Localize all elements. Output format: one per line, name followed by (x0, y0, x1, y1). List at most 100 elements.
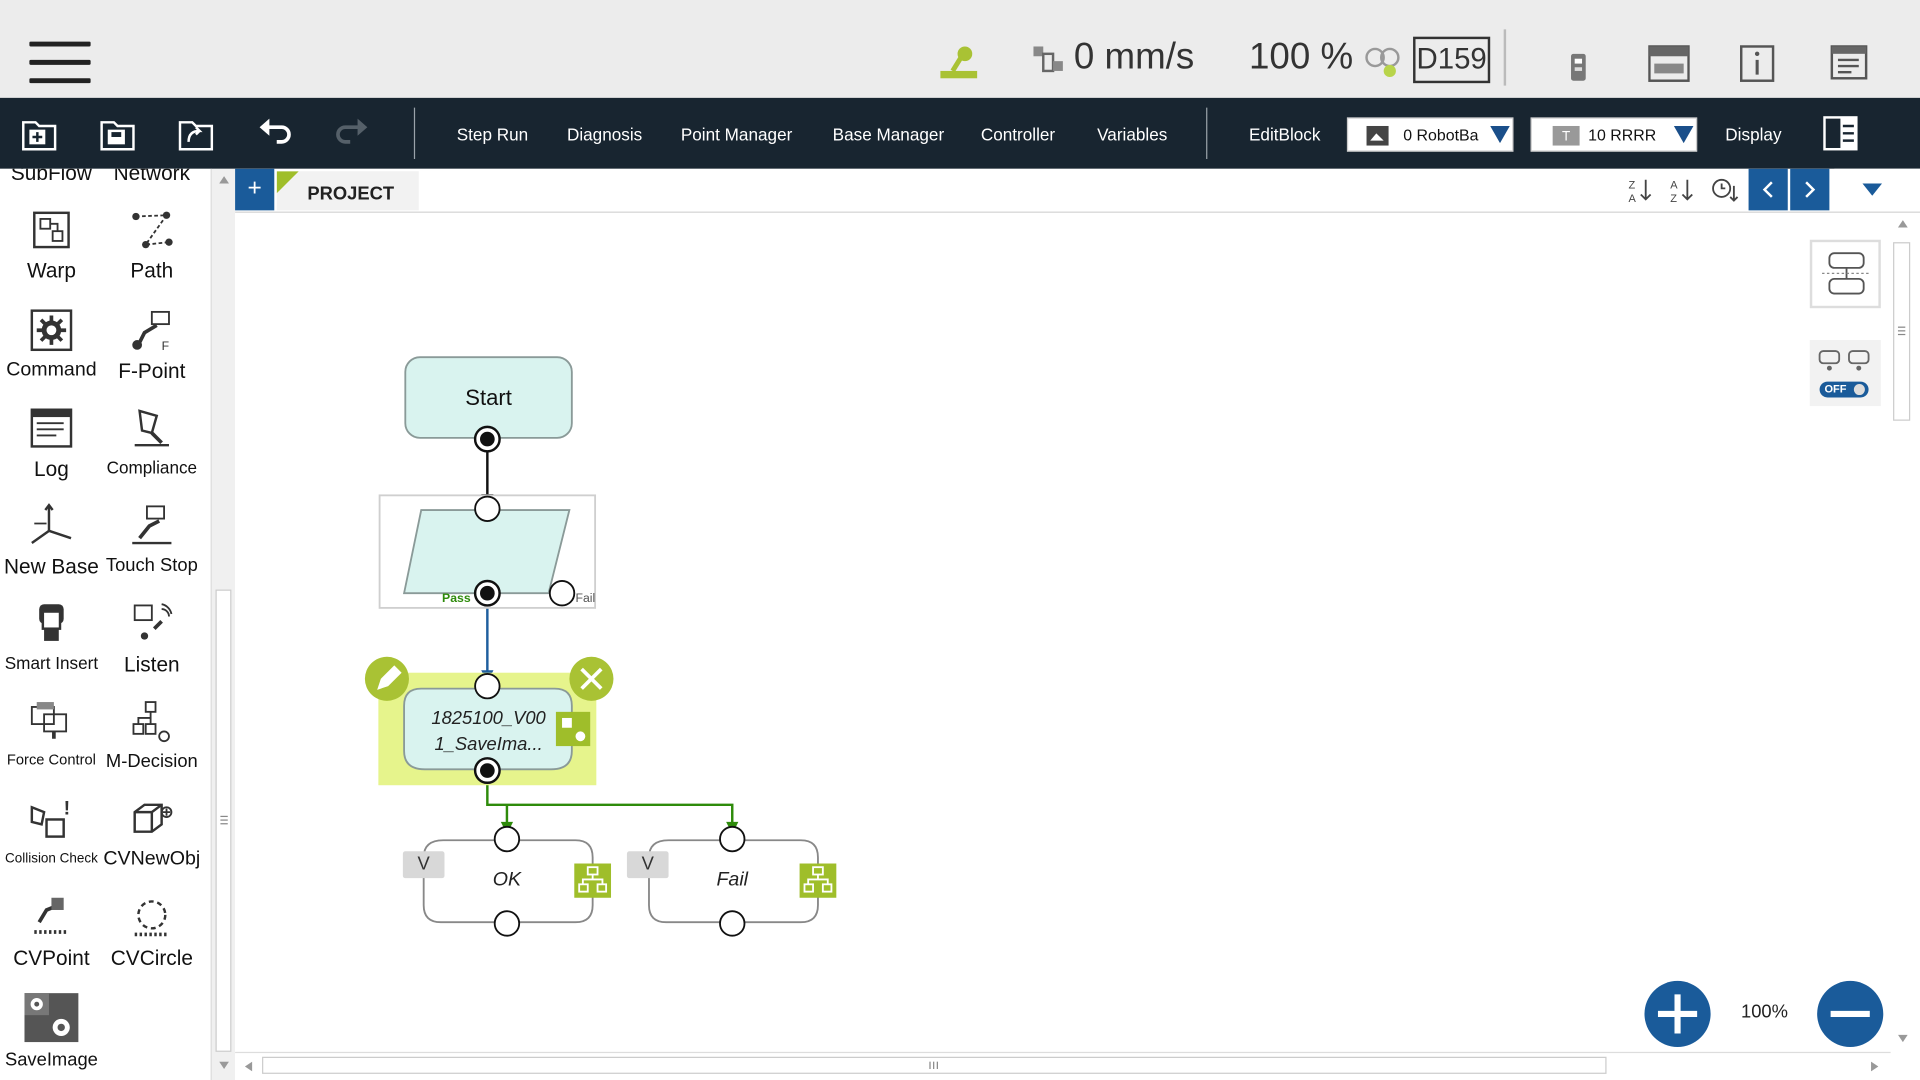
menu-point-manager[interactable]: Point Manager (680, 124, 793, 145)
toggle-state: OFF (1824, 382, 1847, 396)
palette-scrollbar[interactable] (210, 168, 236, 1080)
scroll-up-icon[interactable] (1897, 220, 1908, 228)
save-project-icon[interactable] (98, 115, 137, 152)
save-image-icon (24, 993, 79, 1043)
scroll-up-icon[interactable] (219, 176, 229, 184)
tool-select-value: 10 RRRR (1588, 125, 1657, 145)
tab-list-dropdown[interactable] (1834, 168, 1920, 211)
display-button[interactable]: Display (1725, 124, 1782, 145)
toggle-switch[interactable]: OFF (1819, 381, 1869, 398)
panel-layout-icon[interactable] (1822, 115, 1861, 152)
palette-item-warp[interactable]: Warp (0, 205, 103, 296)
cv-circle-icon (134, 900, 169, 937)
horizontal-scroll-thumb[interactable] (262, 1056, 1607, 1074)
palette-item-saveimage[interactable]: SaveImage (0, 988, 103, 1079)
fail-node[interactable] (626, 839, 837, 924)
palette-item-listen[interactable]: Listen (100, 599, 203, 690)
scroll-down-icon[interactable] (1897, 1034, 1908, 1043)
flow-canvas[interactable]: Start Pass Fail 1825100_V00 1_SaveIma...… (235, 212, 1891, 1052)
m-decision-icon (132, 701, 170, 743)
speed-adjust-icon[interactable] (1364, 46, 1401, 78)
subflow-icon[interactable] (799, 863, 837, 898)
palette-item-path[interactable]: Path (100, 205, 203, 296)
cv-new-obj-icon (133, 803, 173, 833)
menu-step-run[interactable]: Step Run (456, 124, 529, 145)
palette-item-compliance[interactable]: Compliance (100, 404, 203, 495)
canvas-vertical-scrollbar[interactable] (1890, 212, 1920, 1052)
sort-by-time-icon[interactable] (1711, 176, 1740, 205)
port-in[interactable] (493, 825, 521, 853)
port-out[interactable] (719, 910, 746, 937)
palette-item-collision-check[interactable]: ! Collision Check (0, 795, 103, 886)
sort-ascending-icon[interactable]: Z A (1626, 176, 1655, 205)
keyboard-icon[interactable] (1648, 44, 1690, 83)
port-out[interactable] (493, 910, 521, 937)
port-fail[interactable] (548, 580, 576, 607)
canvas-horizontal-scrollbar[interactable] (235, 1051, 1891, 1080)
palette-label: F-Point (118, 359, 186, 383)
notes-icon[interactable] (1829, 44, 1868, 81)
palette-item-command[interactable]: Command (0, 306, 103, 397)
palette-item-touch-stop[interactable]: Touch Stop (100, 501, 203, 592)
palette-item-new-base[interactable]: New Base (0, 501, 103, 592)
svg-text:F: F (162, 339, 169, 352)
joystick-icon[interactable] (938, 44, 980, 81)
remote-icon[interactable] (1565, 49, 1592, 83)
edge-vision-to-branches (486, 770, 734, 832)
palette-item-cvcircle[interactable]: CVCircle (100, 893, 203, 984)
zoom-out-button[interactable] (1815, 978, 1886, 1049)
force-control-icon (30, 702, 68, 739)
add-tab-button[interactable]: + (235, 168, 275, 211)
menu-controller[interactable]: Controller (980, 124, 1056, 145)
menu-diagnosis[interactable]: Diagnosis (566, 124, 643, 145)
chevron-down-icon (1490, 125, 1510, 144)
divider (1503, 29, 1507, 86)
palette-item-log[interactable]: Log (0, 404, 103, 495)
palette-item-cvnewobj[interactable]: CVNewObj (100, 795, 203, 886)
palette-item-network[interactable]: Network (100, 169, 203, 193)
new-project-icon[interactable] (20, 115, 59, 152)
vision-settings-icon[interactable] (555, 711, 591, 747)
undo-icon[interactable] (255, 115, 294, 152)
status-bar: 0 mm/s 100 % D159 (0, 0, 1920, 98)
sort-descending-icon[interactable]: A Z (1668, 176, 1697, 205)
palette-item-subflow[interactable]: SubFlow (0, 169, 103, 193)
hamburger-menu-icon[interactable] (29, 39, 91, 85)
port-in[interactable] (474, 495, 501, 522)
edit-node-icon[interactable] (364, 656, 409, 701)
info-icon[interactable] (1739, 44, 1776, 83)
tool-select[interactable]: T 10 RRRR (1530, 117, 1698, 152)
fail-port-label: Fail (575, 591, 596, 606)
port-dot (480, 431, 495, 447)
scroll-left-icon[interactable] (244, 1061, 253, 1072)
auto-layout-button[interactable] (1809, 239, 1881, 309)
port-in[interactable] (474, 673, 501, 700)
svg-text:A: A (1629, 193, 1637, 205)
ok-node[interactable] (402, 839, 612, 924)
next-tab-button[interactable] (1790, 168, 1830, 211)
tab-project[interactable]: PROJECT (276, 171, 419, 211)
palette-item-smart-insert[interactable]: Smart Insert (0, 599, 103, 690)
scroll-down-icon[interactable] (219, 1061, 229, 1069)
palette-item-force-control[interactable]: Force Control (0, 697, 103, 788)
palette-item-cvpoint[interactable]: CVPoint (0, 893, 103, 984)
palette-item-f-point[interactable]: F F-Point (100, 306, 203, 397)
grid-snap-toggle[interactable]: OFF (1809, 340, 1881, 407)
pass-label: Pass (442, 591, 471, 606)
editblock-button[interactable]: EditBlock (1248, 124, 1321, 145)
menu-variables[interactable]: Variables (1097, 124, 1168, 145)
speed-percent[interactable]: 100 % (1248, 36, 1354, 78)
open-project-icon[interactable] (176, 115, 215, 152)
delete-node-icon[interactable] (569, 656, 614, 701)
port-in[interactable] (719, 825, 746, 853)
zoom-in-button[interactable] (1642, 978, 1713, 1049)
menu-base-manager[interactable]: Base Manager (832, 124, 945, 145)
subflow-icon[interactable] (574, 863, 612, 898)
base-select[interactable]: 0 RobotBa (1346, 117, 1514, 152)
scroll-right-icon[interactable] (1871, 1061, 1879, 1072)
previous-tab-button[interactable] (1748, 168, 1788, 211)
palette-scroll-thumb[interactable] (215, 589, 232, 1052)
redo-icon[interactable] (333, 115, 372, 152)
palette-item-m-decision[interactable]: M-Decision (100, 697, 203, 788)
vertical-scroll-thumb[interactable] (1893, 242, 1911, 421)
